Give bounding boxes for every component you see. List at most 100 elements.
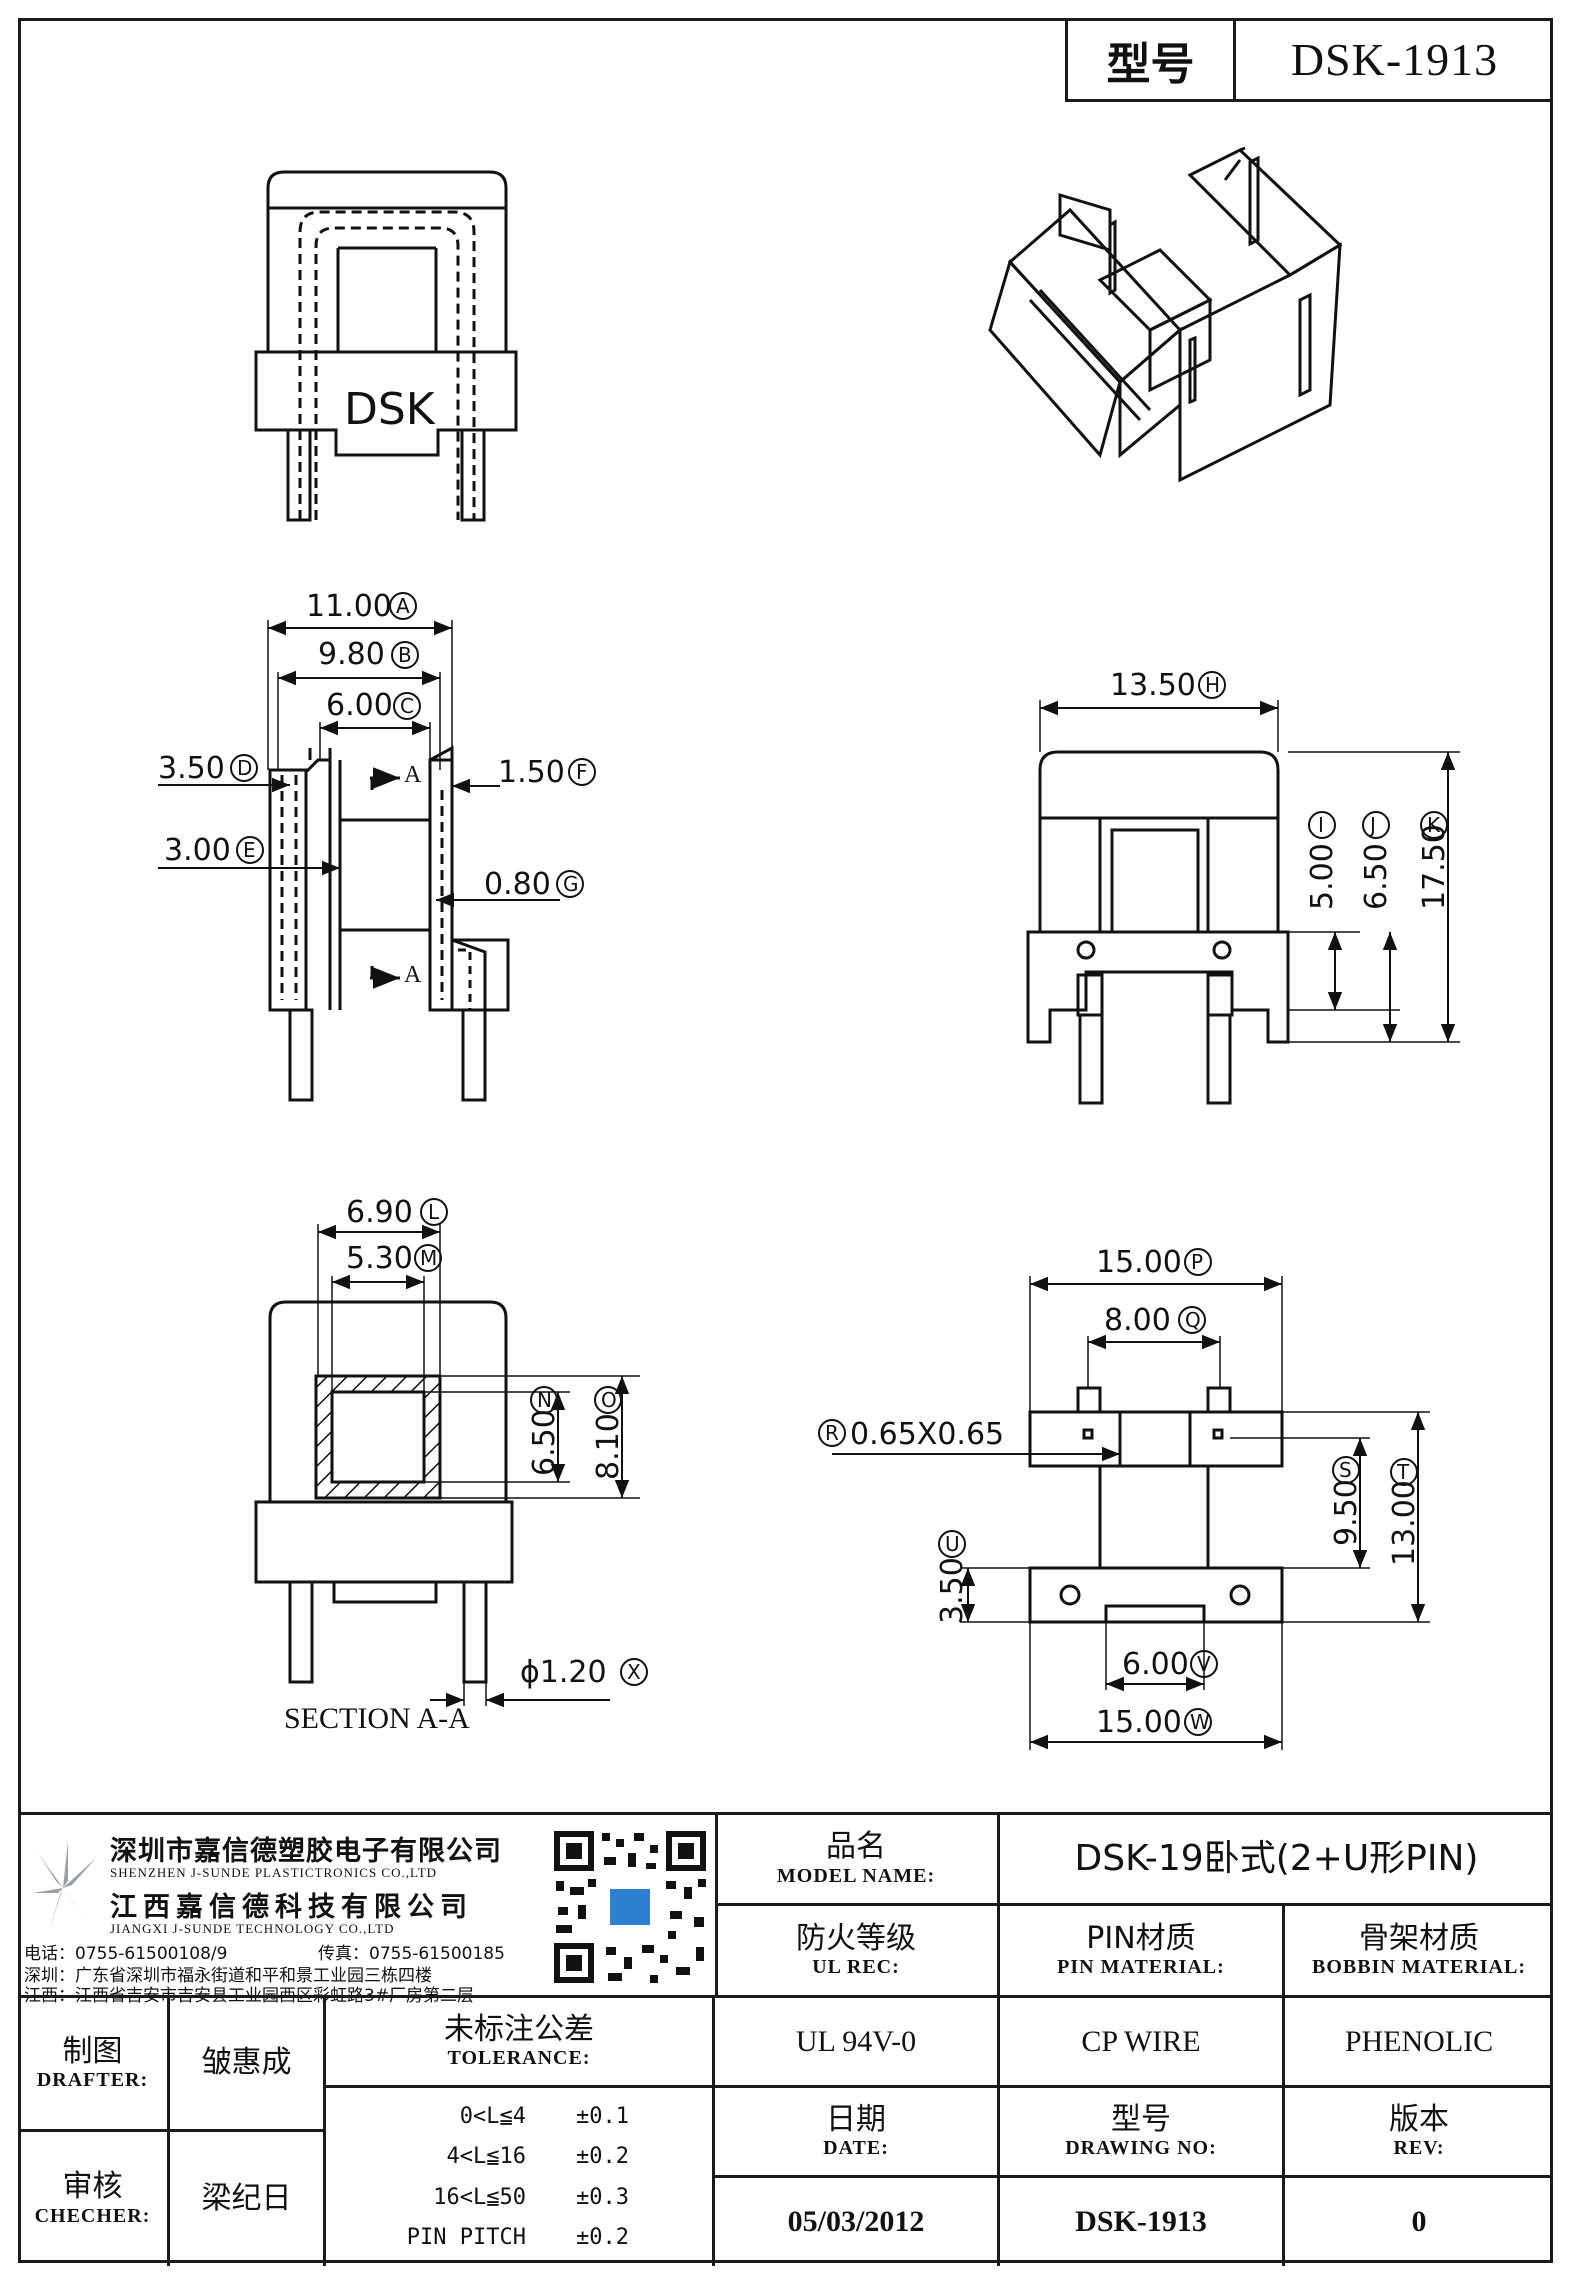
bobbin-material-label-cn: 骨架材质 <box>1359 1920 1479 1956</box>
svg-text:N: N <box>537 1388 552 1412</box>
company-name-en-2: JIANGXI J-SUNDE TECHNOLOGY CO.,LTD <box>110 1921 395 1936</box>
drafter-label-cn: 制图 <box>62 2033 123 2069</box>
drafter-label-en: DRAFTER: <box>36 2069 149 2092</box>
technical-drawing: DSK <box>158 146 1460 1750</box>
tolerance-label-en: TOLERANCE: <box>447 2047 591 2070</box>
dim-I-value: 5.00 <box>1305 843 1340 910</box>
dim-V-value: 6.00 <box>1122 1647 1189 1682</box>
drawing-no-label-cn: 型号 <box>1111 2101 1171 2137</box>
ul-value-cell: UL 94V-0 <box>715 1998 1000 2088</box>
rev-label-en: REV: <box>1393 2137 1445 2160</box>
svg-text:I: I <box>1318 813 1324 837</box>
svg-text:T: T <box>1396 1460 1410 1484</box>
svg-text:L: L <box>428 1200 440 1224</box>
svg-text:O: O <box>601 1388 617 1412</box>
svg-text:V: V <box>1197 1652 1211 1676</box>
tolerance-label-cell: 未标注公差 TOLERANCE: <box>326 1998 715 2088</box>
checker-label-cell: 审核 CHECHER: <box>18 2132 170 2266</box>
tolerance-label-cn: 未标注公差 <box>444 2011 594 2047</box>
svg-text:W: W <box>1190 1710 1210 1734</box>
dim-X-value: ϕ1.20 <box>520 1655 607 1690</box>
tolerance-row: PIN PITCH±0.2 <box>406 2225 629 2251</box>
dim-R-value: 0.65X0.65 <box>850 1417 1004 1452</box>
date-value: 05/03/2012 <box>787 2205 925 2238</box>
section-mark-bottom: A <box>404 962 422 988</box>
qr-code-icon <box>550 1827 710 1987</box>
company-name-en-1: SHENZHEN J-SUNDE PLASTICTRONICS CO.,LTD <box>110 1865 438 1880</box>
bobbin-material-label-en: BOBBIN MATERIAL: <box>1312 1956 1526 1979</box>
drawing-no-label-cell: 型号 DRAWING NO: <box>1000 2088 1285 2178</box>
company-tel: 电话：0755-61500108/9 <box>24 1944 228 1964</box>
date-label-cell: 日期 DATE: <box>715 2088 1000 2178</box>
drafter-value: 皱惠成 <box>201 2045 292 2081</box>
date-value-cell: 05/03/2012 <box>715 2178 1000 2266</box>
dim-D-value: 3.50 <box>158 751 225 786</box>
checker-label-en: CHECHER: <box>34 2204 151 2227</box>
pin-material-value: CP WIRE <box>1081 2024 1201 2058</box>
svg-text:H: H <box>1205 673 1220 697</box>
svg-text:S: S <box>1339 1458 1352 1482</box>
drafter-label-cell: 制图 DRAFTER: <box>18 1998 170 2132</box>
dim-B-value: 9.80 <box>318 637 385 672</box>
pin-material-label-en: PIN MATERIAL: <box>1057 1956 1225 1979</box>
svg-text:F: F <box>576 760 588 784</box>
ul-label-cell: 防火等级 UL REC: <box>715 1906 1000 1998</box>
bottom-view <box>832 1276 1430 1750</box>
dim-O-value: 8.10 <box>591 1413 626 1480</box>
drawing-no-value: DSK-1913 <box>1075 2205 1207 2238</box>
dim-P-value: 15.00 <box>1096 1245 1182 1280</box>
tolerance-row: 4<L≦16±0.2 <box>446 2144 629 2170</box>
drawing-frame <box>18 18 1553 2263</box>
rev-label-cn: 版本 <box>1389 2101 1449 2137</box>
tolerance-row: 0<L≦4±0.1 <box>459 2103 629 2129</box>
dim-T-value: 13.00 <box>1387 1480 1422 1566</box>
pin-material-label-cell: PIN材质 PIN MATERIAL: <box>1000 1906 1285 1998</box>
model-name-value-cell: DSK-19卧式(2+U形PIN) <box>1000 1815 1553 1906</box>
ul-label-cn: 防火等级 <box>796 1920 916 1956</box>
top-title-block: 型号 DSK-1913 <box>1065 20 1553 102</box>
checker-label-cn: 审核 <box>62 2169 123 2205</box>
svg-text:U: U <box>945 1532 960 1556</box>
dim-F-value: 1.50 <box>498 755 565 790</box>
rev-label-cell: 版本 REV: <box>1285 2088 1553 2178</box>
top-model-label: 型号 <box>1068 20 1236 99</box>
drafter-value-cell: 皱惠成 <box>170 1998 326 2132</box>
company-logo-icon <box>33 1841 96 1933</box>
company-info: 深圳市嘉信德塑胶电子有限公司 SHENZHEN J-SUNDE PLASTICT… <box>18 1815 710 2006</box>
svg-text:J: J <box>1368 813 1376 837</box>
svg-text:K: K <box>1427 813 1441 837</box>
dim-C-value: 6.00 <box>326 688 393 723</box>
dim-G-value: 0.80 <box>484 867 551 902</box>
side-view: A A <box>158 620 560 1102</box>
svg-text:X: X <box>627 1660 641 1684</box>
dim-M-value: 5.30 <box>346 1241 413 1276</box>
isometric-view <box>988 146 1343 483</box>
model-name-value: DSK-19卧式(2+U形PIN) <box>1074 1838 1479 1880</box>
svg-text:G: G <box>563 872 579 896</box>
drawing-no-label-en: DRAWING NO: <box>1065 2137 1217 2160</box>
bobbin-material-value: PHENOLIC <box>1344 2024 1494 2058</box>
dim-J-value: 6.50 <box>1359 843 1394 910</box>
company-fax: 传真：0755-61500185 <box>318 1944 505 1964</box>
section-mark-top: A <box>404 762 422 788</box>
dim-S-value: 9.50 <box>1329 1479 1364 1546</box>
svg-text:A: A <box>396 594 410 618</box>
svg-text:R: R <box>825 1421 839 1445</box>
front-view: DSK <box>254 170 518 522</box>
rev-value: 0 <box>1411 2205 1427 2238</box>
top-model-value: DSK-1913 <box>1290 34 1499 85</box>
svg-text:B: B <box>398 643 412 667</box>
pin-material-value-cell: CP WIRE <box>1000 1998 1285 2088</box>
date-label-en: DATE: <box>823 2137 889 2160</box>
bobbin-material-label-cell: 骨架材质 BOBBIN MATERIAL: <box>1285 1906 1553 1998</box>
checker-value-cell: 梁纪日 <box>170 2132 326 2266</box>
drawing-no-value-cell: DSK-1913 <box>1000 2178 1285 2266</box>
title-block: 深圳市嘉信德塑胶电子有限公司 SHENZHEN J-SUNDE PLASTICT… <box>18 1812 1553 2266</box>
model-name-label-cn: 品名 <box>826 1829 886 1865</box>
dim-A-value: 11.00 <box>306 589 392 624</box>
dim-N-value: 6.50 <box>527 1409 562 1476</box>
section-a-a-view <box>254 1224 640 1708</box>
model-name-label-cell: 品名 MODEL NAME: <box>715 1815 1000 1906</box>
svg-text:M: M <box>420 1246 437 1270</box>
dim-H-value: 13.50 <box>1110 668 1196 703</box>
